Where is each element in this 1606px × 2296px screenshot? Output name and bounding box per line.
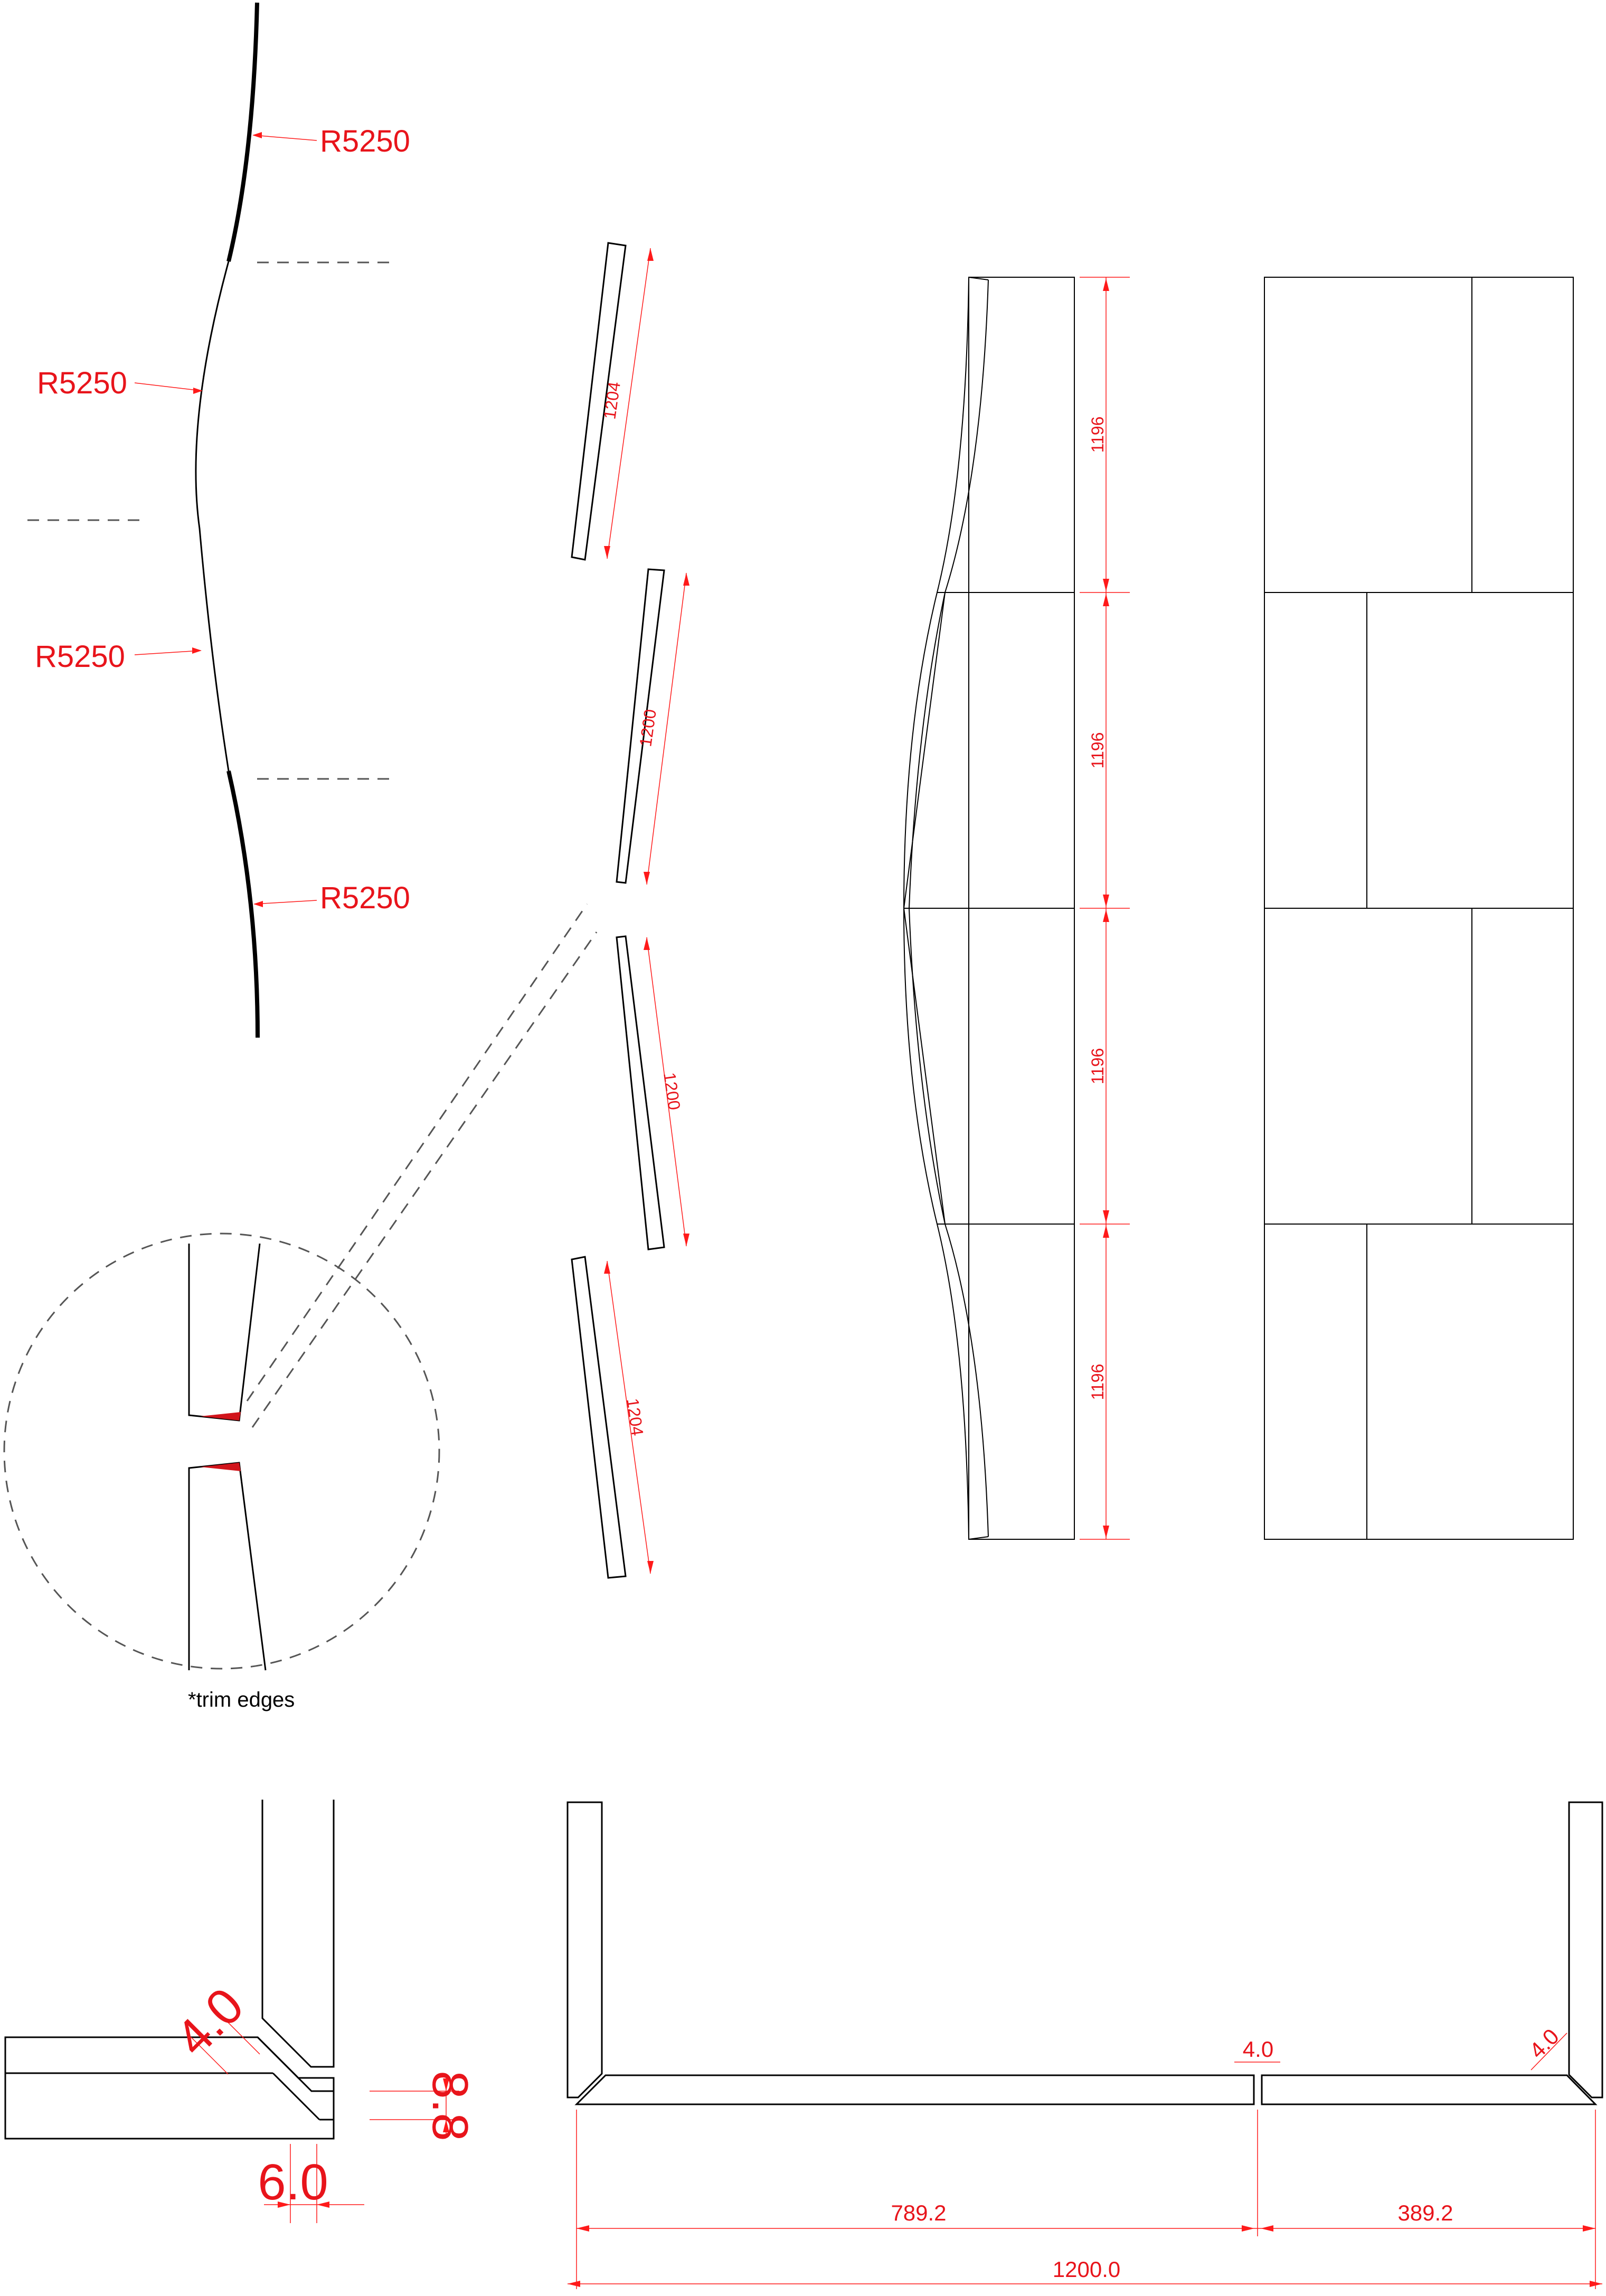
dim-arrow <box>568 2281 580 2287</box>
dim-line <box>646 937 687 1247</box>
detail-note: *trim edges <box>188 1688 295 1711</box>
panel-2 <box>616 568 665 884</box>
section-gap-mid: 4.0 <box>1243 2037 1273 2062</box>
leader-arrow <box>192 647 202 654</box>
module-height: 1196 <box>1088 732 1107 769</box>
dim-arrow <box>443 2078 449 2091</box>
leader-line <box>134 650 201 655</box>
module-height: 1196 <box>1088 1364 1107 1400</box>
detail-panel-upper <box>188 1243 261 1422</box>
panel-length: 1200 <box>660 1071 684 1112</box>
curve-back <box>908 279 989 1537</box>
detail-leader <box>251 931 598 1428</box>
profile-curve <box>226 770 260 1038</box>
module-height: 1196 <box>1088 1048 1107 1085</box>
dim-arrow <box>1103 1225 1109 1238</box>
panel-length: 1204 <box>623 1397 647 1437</box>
width-right: 389.2 <box>1397 2200 1453 2225</box>
dim-line <box>607 248 651 559</box>
dim-arrow <box>1103 579 1109 591</box>
profile-curve <box>195 261 230 771</box>
curve-cap <box>968 277 989 280</box>
panel-3 <box>616 935 665 1250</box>
radius-label: R5250 <box>320 124 410 158</box>
section-gap-right: 4.0 <box>1524 2024 1564 2063</box>
joint-bevel <box>272 2072 320 2121</box>
section-panel-right <box>1261 2074 1598 2105</box>
dim-arrow <box>647 1561 654 1574</box>
width-total: 1200.0 <box>1053 2257 1120 2282</box>
joint-outer <box>261 1800 335 2068</box>
module-height: 1196 <box>1088 417 1107 453</box>
leader-arrow <box>253 901 263 907</box>
leader-arrow <box>252 132 262 138</box>
dim-arrow <box>1590 2281 1602 2287</box>
panel-cutouts: 1204 1200 1200 1204 <box>571 242 689 1579</box>
dim-line <box>607 1260 651 1574</box>
dim-arrow <box>1103 909 1109 922</box>
joint-detail: 4.0 6.0 8.8 <box>4 1800 478 2223</box>
section-panel-left <box>574 2074 1255 2105</box>
wave-profile: R5250 R5250 R5250 R5250 <box>27 2 410 1038</box>
dim-line <box>646 572 687 885</box>
dim-arrow <box>577 2225 589 2232</box>
dim-arrow <box>644 872 650 884</box>
panel-1 <box>571 242 627 561</box>
trim-edge <box>201 1412 241 1420</box>
panel-4 <box>571 1256 627 1579</box>
section-end-left <box>566 1801 603 2099</box>
dim-line <box>208 2002 260 2055</box>
dim-line <box>1531 2032 1567 2071</box>
dim-arrow <box>1103 895 1109 907</box>
panel-length: 1204 <box>600 381 624 421</box>
leader-line <box>253 135 317 141</box>
dim-arrow <box>683 1234 689 1246</box>
dim-arrow <box>1261 2225 1273 2232</box>
radius-label: R5250 <box>35 639 125 674</box>
radius-label: R5250 <box>320 881 410 915</box>
section-end-right <box>1568 1801 1603 2099</box>
dim-arrow <box>1103 278 1109 291</box>
dim-arrow <box>644 937 650 950</box>
dim-arrow <box>604 546 610 559</box>
width-left: 789.2 <box>891 2200 946 2225</box>
dim-arrow <box>1103 1526 1109 1538</box>
dim-arrow <box>604 1261 610 1274</box>
offset-h-dim: 6.0 <box>258 2154 328 2210</box>
detail-panel-lower <box>188 1462 267 1671</box>
dim-arrow <box>317 2201 329 2208</box>
joint-inner <box>4 2036 335 2140</box>
curve-inner <box>903 592 946 1225</box>
trim-detail: *trim edges <box>3 904 598 1711</box>
curve-cap <box>968 1536 989 1540</box>
offset-v-dim: 8.8 <box>422 2071 478 2141</box>
dim-arrow <box>647 248 654 261</box>
gap-dim: 4.0 <box>165 1977 254 2067</box>
dim-arrow <box>683 573 689 586</box>
curved-elevation: 1196 1196 1196 1196 <box>903 277 1130 1540</box>
panel-length: 1200 <box>636 708 660 748</box>
plan-section: 4.0 4.0 789.2 389.2 1200.0 <box>566 1801 1603 2289</box>
dim-line <box>191 2037 229 2075</box>
radius-label: R5250 <box>37 366 127 400</box>
trim-edge <box>201 1463 241 1471</box>
dim-arrow <box>1583 2225 1595 2232</box>
profile-curve <box>226 2 259 262</box>
leader-line <box>254 900 317 905</box>
flat-elevation <box>1264 277 1574 1540</box>
leader-line <box>134 382 202 391</box>
detail-circle <box>3 1232 440 1670</box>
detail-leader <box>246 904 588 1401</box>
leader-arrow <box>193 388 203 394</box>
dim-arrow <box>1242 2225 1254 2232</box>
dim-arrow <box>1103 594 1109 606</box>
dim-arrow <box>443 2120 449 2132</box>
dim-arrow <box>1103 1210 1109 1223</box>
dim-arrow <box>278 2201 290 2208</box>
joint-gap <box>257 2036 334 2092</box>
